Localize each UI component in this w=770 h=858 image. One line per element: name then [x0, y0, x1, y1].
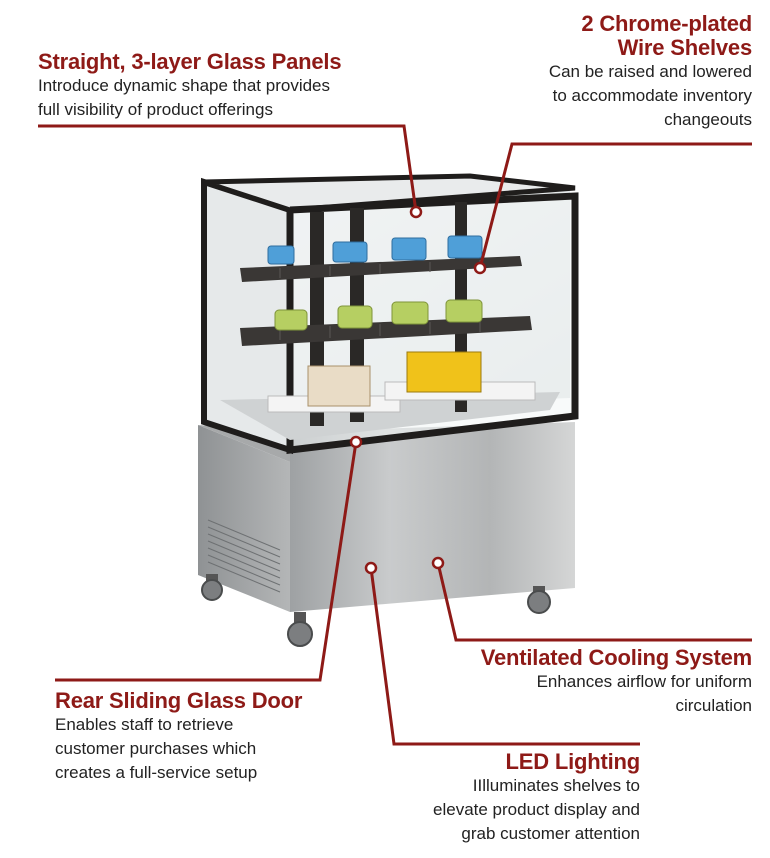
callout-cooling-line-1: Enhances airflow for uniform: [536, 672, 752, 691]
leader-lines: [38, 124, 752, 746]
callout-sliding-door: Rear Sliding Glass Door Enables staff to…: [55, 689, 355, 785]
callout-led-lighting: LED Lighting IIlluminates shelves to ele…: [340, 750, 640, 846]
callout-glass-panels: Straight, 3-layer Glass Panels Introduce…: [38, 50, 398, 122]
callout-door-line-2: customer purchases which: [55, 739, 257, 758]
leader-dots: [349, 205, 487, 575]
callout-wire-shelves-title-2: Wire Shelves: [617, 35, 753, 60]
callout-led-line-1: IIlluminates shelves to: [472, 776, 640, 795]
callout-led-line-2: elevate product display and: [433, 800, 640, 819]
callout-glass-panels-title: Straight, 3-layer Glass Panels: [38, 49, 342, 74]
callout-wire-shelves-line-1: Can be raised and lowered: [548, 62, 752, 81]
casters: [201, 574, 551, 647]
cakes-bottom-shelf: [267, 351, 536, 413]
callout-cooling-line-2: circulation: [675, 696, 752, 715]
callout-led-line-3: grab customer attention: [461, 824, 640, 843]
callout-door-line-3: creates a full-service setup: [55, 763, 258, 782]
steel-base: [198, 422, 575, 612]
callout-wire-shelves-line-2: to accommodate inventory: [552, 86, 752, 105]
callout-glass-panels-line-2: full visibility of product offerings: [38, 100, 273, 119]
callout-cooling-system: Ventilated Cooling System Enhances airfl…: [422, 646, 752, 718]
cakes-top-shelf: [267, 235, 483, 265]
callout-cooling-title: Ventilated Cooling System: [480, 645, 752, 670]
vent-grille: [207, 519, 281, 593]
callout-door-line-1: Enables staff to retrieve: [55, 715, 234, 734]
callout-led-title: LED Lighting: [505, 749, 641, 774]
callout-wire-shelves-line-3: changeouts: [664, 110, 752, 129]
callout-wire-shelves-title-1: 2 Chrome-plated: [581, 11, 752, 36]
callout-door-title: Rear Sliding Glass Door: [55, 688, 303, 713]
cakes-middle-shelf: [274, 299, 483, 331]
callout-glass-panels-line-1: Introduce dynamic shape that provides: [38, 76, 331, 95]
callout-wire-shelves: 2 Chrome-plated Wire Shelves Can be rais…: [412, 12, 752, 132]
wire-shelves: [240, 256, 532, 346]
